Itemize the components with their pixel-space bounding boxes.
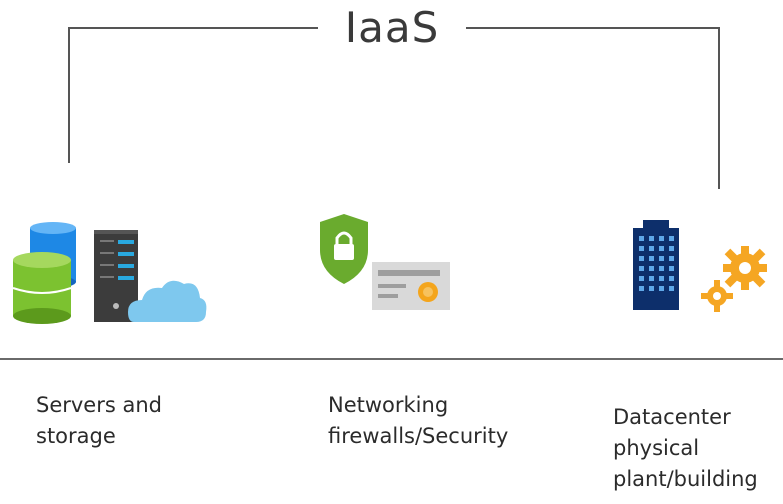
label-datacenter-line-1: Datacenter: [613, 405, 731, 429]
security-shield-icon: [320, 214, 368, 284]
label-datacenter-line-3: plant/building: [613, 467, 758, 491]
label-networking: Networking firewalls/Security: [328, 390, 508, 452]
diagram-title: IaaS: [344, 3, 440, 52]
label-servers: Servers and storage: [36, 390, 162, 452]
bracket-top-left: [68, 27, 318, 29]
label-datacenter: Datacenter physical plant/building: [613, 402, 758, 495]
label-servers-line-1: Servers and: [36, 393, 162, 417]
servers-icons-svg: [12, 222, 207, 324]
bracket-right-vertical: [718, 27, 720, 189]
networking-icon-group: [310, 210, 460, 320]
datacenter-icons-svg: [633, 220, 767, 312]
server-rack-icon: [94, 230, 138, 322]
database-icon: [12, 222, 76, 324]
servers-icon-group: [10, 220, 210, 330]
networking-icons-svg: [320, 214, 450, 310]
label-networking-line-1: Networking: [328, 393, 449, 417]
divider-line: [0, 358, 783, 360]
label-servers-line-2: storage: [36, 424, 116, 448]
building-icon: [633, 220, 679, 310]
gears-icon: [701, 246, 767, 312]
bracket-left-vertical: [68, 27, 70, 163]
certificate-icon: [372, 262, 450, 310]
datacenter-icon-group: [625, 218, 775, 318]
bracket-top-right: [466, 27, 720, 29]
cloud-icon: [128, 280, 207, 322]
label-datacenter-line-2: physical: [613, 436, 700, 460]
label-networking-line-2: firewalls/Security: [328, 424, 509, 448]
